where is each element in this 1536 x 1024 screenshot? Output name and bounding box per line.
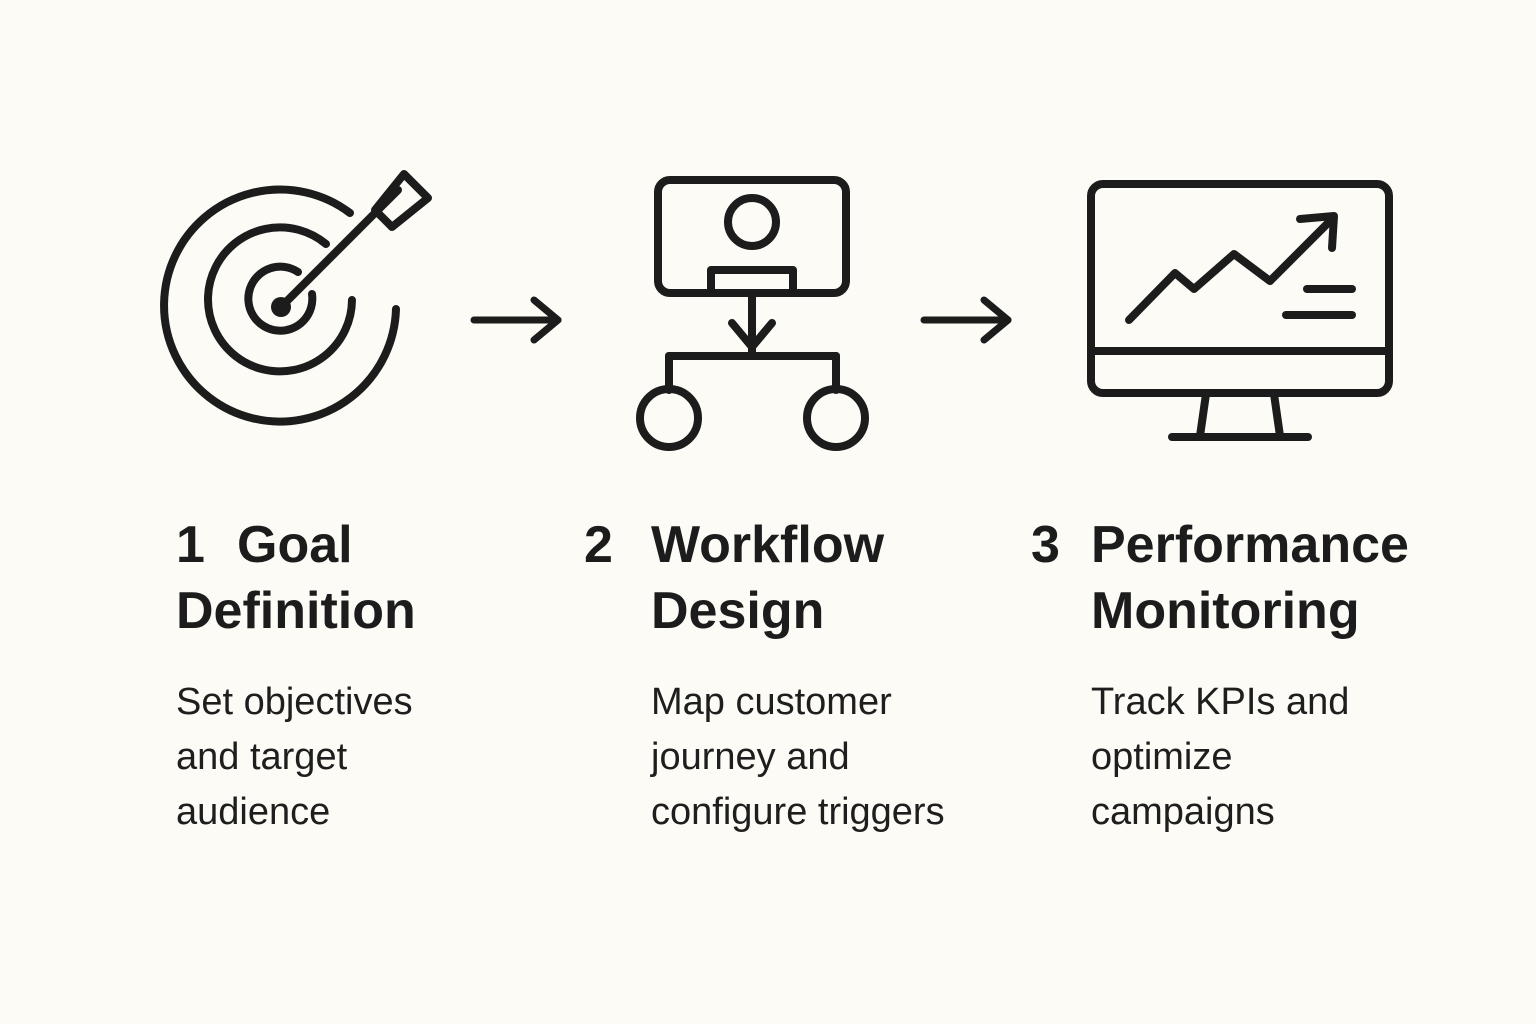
monitor-chart-icon <box>1080 172 1400 447</box>
step-title-line: Definition <box>176 582 416 640</box>
step-description-line: and target <box>176 736 348 778</box>
step-description: Map customer journey and configure trigg… <box>651 675 945 840</box>
step-number: 3 <box>1031 516 1060 574</box>
step-title-line: Design <box>651 582 825 640</box>
step-title-line: Monitoring <box>1091 582 1360 640</box>
step-title-line: Performance <box>1091 516 1409 574</box>
step-description-line: Track KPIs and <box>1091 681 1350 723</box>
step-description: Set objectives and target audience <box>176 675 413 840</box>
target-icon <box>150 160 450 440</box>
step-number: 1 <box>176 516 205 574</box>
step-description-line: configure triggers <box>651 791 945 833</box>
workflow-icon <box>625 170 885 460</box>
step-description-line: Map customer <box>651 681 892 723</box>
step-description-line: optimize <box>1091 736 1233 778</box>
step-title-line: Workflow <box>651 516 885 574</box>
step-description-line: Set objectives <box>176 681 413 723</box>
step-title: Goal Definition <box>176 512 416 644</box>
arrow-right-icon <box>915 296 1019 351</box>
step-title: Performance Monitoring <box>1091 512 1409 644</box>
step-description-line: campaigns <box>1091 791 1275 833</box>
step-description-line: audience <box>176 791 331 833</box>
step-description-line: journey and <box>651 736 850 778</box>
step-title-line: Goal <box>237 516 353 574</box>
arrow-right-icon <box>466 296 570 351</box>
step-title: Workflow Design <box>651 512 884 644</box>
step-number: 2 <box>584 516 613 574</box>
step-description: Track KPIs and optimize campaigns <box>1091 675 1349 840</box>
